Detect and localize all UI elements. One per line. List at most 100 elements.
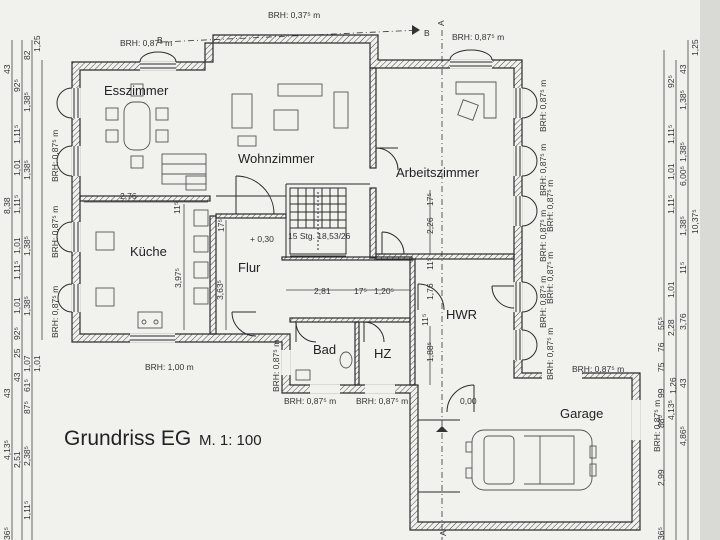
section-mark-b-left: B (157, 35, 163, 45)
dim-right-seg-n: 75 (656, 362, 666, 372)
dim-left-seg-m: 1,01 (12, 297, 22, 314)
dim-left-seg-j: 1,01 (12, 237, 22, 254)
dim-left-lower-a: 4,13⁵ (2, 440, 12, 460)
dim-hwr-h1: 2,26 (425, 217, 435, 234)
room-label-hz: HZ (374, 346, 391, 361)
room-label-kueche: Küche (130, 244, 167, 259)
right-dimension-chains: 10,37⁵ 6,00⁵ 2,28 4,13⁵ 4,86⁵ 2,99 1,25 … (656, 39, 700, 540)
room-label-wohnzimmer: Wohnzimmer (238, 151, 315, 166)
brh-right-4: BRH: 0,87⁵ m (538, 276, 548, 328)
dim-right-mid: 2,28 (666, 319, 676, 336)
room-labels: Esszimmer Wohnzimmer Arbeitszimmer Küche… (104, 83, 603, 421)
dim-hwr-h3: 1,88⁵ (425, 342, 435, 362)
inner-dimensions: 2,76 3,97⁵ 3,63⁵ 2,81 17⁵ 1,20⁵ 2,26 1,7… (84, 190, 435, 385)
brh-esszimmer-top: BRH: 0,87⁵ m (120, 38, 172, 48)
dim-left-seg-o: 92⁵ (12, 327, 22, 340)
interior-walls (79, 67, 515, 386)
dim-left-seg-e: 1,38⁵ (22, 92, 32, 112)
brh-right-3: BRH: 0,87⁵ m (538, 210, 548, 262)
stair-note: 15 Stg. 18,53/26 (288, 231, 351, 241)
dim-left-seg-u: 87⁵ (22, 401, 32, 414)
room-label-hwr: HWR (446, 307, 477, 322)
dim-flur-depth: 3,63⁵ (215, 280, 225, 300)
dim-hwr-h2: 1,76 (425, 283, 435, 300)
paper-edge-shadow (700, 0, 720, 540)
dim-right-seg-d: 1,38⁵ (678, 90, 688, 110)
dim-left-lower-d: 1,11⁵ (22, 501, 32, 520)
window-sill-labels: BRH: 0,37⁵ m BRH: 0,87⁵ m BRH: 0,87⁵ m B… (50, 10, 662, 452)
brh-kueche-bottom: BRH: 1,00 m (145, 362, 194, 372)
dim-left-seg-g: 1,01 (12, 159, 22, 176)
title-scale: M. 1: 100 (199, 432, 262, 449)
dim-right-seg-a: 1,25 (690, 39, 700, 56)
dim-kitchen-depth: 3,97⁵ (173, 268, 183, 288)
dim-left-seg-c: 43 (2, 64, 12, 74)
dim-flur-width: 2,81 (314, 286, 331, 296)
section-lines (161, 25, 448, 540)
dim-small-5: 11⁵ (420, 314, 430, 326)
dim-right-seg-c: 92⁵ (666, 75, 676, 88)
dim-right-upper: 6,00⁵ (678, 166, 688, 186)
level-mark-garage: 0,00 (460, 396, 477, 406)
brh-top: BRH: 0,37⁵ m (268, 10, 320, 20)
dim-left-lower-b: 2,51 (12, 451, 22, 468)
room-label-flur: Flur (238, 260, 261, 275)
dim-left-seg-h: 1,38⁵ (22, 160, 32, 180)
dim-small-1: 11⁵ (172, 202, 182, 214)
dim-right-total: 10,37⁵ (690, 209, 700, 234)
dim-right-garage-b: 4,86⁵ (678, 426, 688, 446)
staircase (289, 187, 347, 257)
dim-right-seg-j: 1,38⁵ (678, 216, 688, 236)
level-mark: + 0,30 (250, 234, 274, 244)
brh-left-1: BRH: 0,87⁵ m (50, 130, 60, 182)
dim-right-seg-b: 43 (678, 64, 688, 74)
title-main: Grundriss EG (64, 427, 191, 450)
outer-walls (56, 34, 641, 531)
room-label-garage: Garage (560, 406, 603, 421)
dim-right-garage-a: 4,13⁵ (666, 400, 676, 420)
brh-right-6: BRH: 0,87⁵ m (545, 180, 555, 232)
dim-right-seg-t: 11⁵ (678, 262, 688, 274)
dim-left-seg-b: 82 (22, 50, 32, 60)
dim-left-lower-e: 36⁵ (2, 527, 12, 540)
brh-left-3: BRH: 0,87⁵ m (50, 286, 60, 338)
dim-right-seg-f: 1,01 (666, 163, 676, 180)
brh-right-1: BRH: 0,87⁵ m (538, 80, 548, 132)
dim-left-seg-f: 1,11⁵ (12, 125, 22, 144)
dim-left-seg-n: 1,38⁵ (22, 296, 32, 316)
dim-right-seg-q: 88⁵ (656, 415, 666, 428)
section-mark-a-bottom: A (438, 530, 448, 536)
dim-left-seg-d: 92⁵ (12, 79, 22, 92)
dim-right-seg-g: 1,38⁵ (678, 142, 688, 162)
dim-right-garage-c: 2,99 (656, 469, 666, 486)
brh-arbeitszimmer-top: BRH: 0,87⁵ m (452, 32, 504, 42)
brh-bad-side: BRH: 0,87⁵ m (271, 340, 281, 392)
dim-left-outer-total: 8,38 (2, 197, 12, 214)
dim-small-3: 11⁵ (425, 258, 435, 270)
dim-right-seg-e: 1,11⁵ (666, 125, 676, 144)
plan-title-text: Grundriss EG M. 1: 100 (64, 427, 262, 450)
dim-left-lower-f: 43 (2, 388, 12, 398)
brh-right-2: BRH: 0,87⁵ m (538, 144, 548, 196)
plan-title: Grundriss EG M. 1: 100 (64, 427, 262, 450)
left-dimension-chains: 8,38 4,13⁵ 2,51 2,38⁵ 1,11⁵ 36⁵ 43 1,25 … (2, 35, 43, 540)
dim-flur-seg2: 1,20⁵ (374, 286, 394, 296)
section-mark-b-right: B (424, 28, 430, 38)
brh-garage-top: BRH: 0,87⁵ m (572, 364, 624, 374)
dim-right-seg-k: 55⁵ (656, 317, 666, 330)
doors (215, 147, 515, 493)
dim-left-seg-r: 1,01 (32, 355, 42, 372)
room-label-esszimmer: Esszimmer (104, 83, 169, 98)
dim-right-seg-s: 36⁵ (656, 527, 666, 540)
dim-right-seg-o: 99 (656, 388, 666, 398)
brh-bad-bottom: BRH: 0,87⁵ m (284, 396, 336, 406)
dim-small-4: 17⁵ (425, 193, 435, 206)
room-label-bad: Bad (313, 342, 336, 357)
brh-hwr-bottom: BRH: 0,87⁵ m (545, 328, 555, 380)
dim-small-2: 17⁵ (216, 219, 226, 232)
dim-left-seg-p: 1,07 (22, 355, 32, 372)
dim-right-seg-r: 43 (678, 378, 688, 388)
dim-left-seg-i: 1,11⁵ (12, 195, 22, 214)
brh-hz-bottom: BRH: 0,87⁵ m (356, 396, 408, 406)
